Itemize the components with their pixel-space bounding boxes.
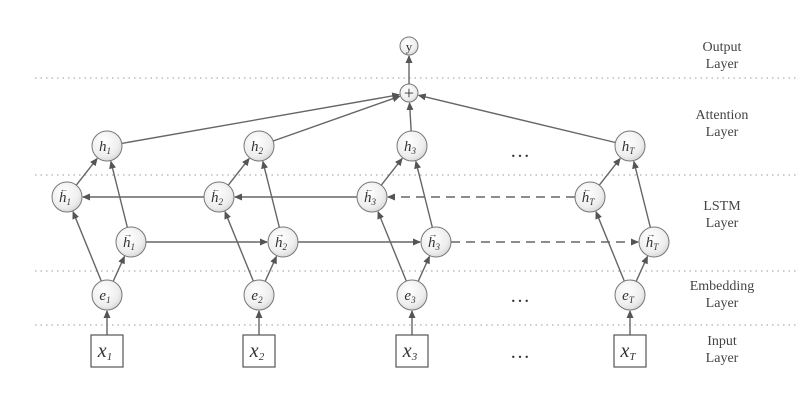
edge-back-h [380, 157, 403, 186]
embedding-node-e2: e2 [243, 279, 275, 311]
embedding-node-eT: eT [614, 279, 646, 311]
input-node-x3: x3 [395, 334, 429, 368]
svg-text:→: → [124, 229, 133, 239]
edge-embed-fwd [112, 255, 126, 282]
svg-text:Layer: Layer [706, 125, 739, 140]
combine-node: + [399, 83, 419, 103]
edge-embed-fwd [417, 255, 431, 282]
backward-hidden-node-h2: h2← [203, 181, 235, 213]
backward-hidden-node-h3: h3← [356, 181, 388, 213]
embedding-node-e3: e3 [396, 279, 428, 311]
edge-h-attention [417, 93, 616, 144]
edge-fwd-h [414, 160, 434, 228]
edge-back-h [598, 157, 621, 186]
svg-text:Input: Input [707, 334, 737, 349]
edge-embed-fwd [264, 255, 278, 282]
svg-text:←: ← [60, 184, 69, 194]
svg-text:←: ← [212, 184, 221, 194]
backward-hidden-node-hT: hT← [574, 181, 606, 213]
svg-text:Layer: Layer [706, 296, 739, 311]
edge-embed-back [224, 210, 254, 282]
svg-text:Layer: Layer [706, 216, 739, 231]
svg-text:Attention: Attention [696, 108, 749, 123]
forward-hidden-node-hT: hT→ [638, 226, 670, 258]
input-node-x1: x1 [90, 334, 124, 368]
edge-back-h [75, 157, 98, 186]
svg-text:Layer: Layer [706, 351, 739, 366]
svg-text:Output: Output [703, 40, 742, 55]
edge-embed-back [72, 210, 102, 282]
svg-text:LSTM: LSTM [703, 199, 741, 214]
edge-h-attention [272, 95, 401, 142]
edge-h-attention [121, 92, 401, 145]
svg-text:+: + [404, 83, 414, 103]
svg-text:→: → [429, 229, 438, 239]
input-node-xT: xT [613, 334, 647, 368]
layer-label-embedding: Embedding Layer [690, 279, 755, 311]
forward-hidden-node-h2: h2→ [267, 226, 299, 258]
svg-text:←: ← [583, 184, 592, 194]
svg-text:→: → [647, 229, 656, 239]
input-node-x2: x2 [242, 334, 276, 368]
svg-text:Layer: Layer [706, 57, 739, 72]
layer-label-lstm: LSTM Layer [703, 199, 741, 231]
svg-text:e1: e1 [99, 288, 110, 305]
hidden-node-h3: h3 [396, 130, 428, 162]
layer-label-output: Output Layer [703, 40, 742, 72]
forward-hidden-node-h1: h1→ [115, 226, 147, 258]
svg-text:y: y [406, 39, 413, 54]
hidden-node-h2: h2 [243, 130, 275, 162]
edge-fwd-h [632, 160, 652, 228]
svg-text:e2: e2 [251, 288, 263, 305]
svg-text:→: → [276, 229, 285, 239]
backward-hidden-node-h1: h1← [51, 181, 83, 213]
edge-h-attention [406, 101, 414, 132]
embedding-node-e1: e1 [91, 279, 123, 311]
output-node-y: y [399, 36, 419, 56]
edge-embed-back [377, 210, 407, 282]
svg-text:Embedding: Embedding [690, 279, 755, 294]
edge-embed-fwd [635, 255, 649, 282]
svg-text:←: ← [365, 184, 374, 194]
svg-text:e3: e3 [404, 288, 416, 305]
hidden-node-hT: hT [614, 130, 646, 162]
layer-label-attention: Attention Layer [696, 108, 749, 140]
forward-hidden-node-h3: h3→ [420, 226, 452, 258]
edge-back-h [227, 157, 250, 186]
edge-fwd-h [261, 160, 281, 228]
ellipsis-attention: … [510, 140, 530, 162]
ellipsis-embedding: … [510, 285, 530, 307]
ellipsis-input: … [510, 341, 530, 363]
layer-label-input: Input Layer [706, 334, 739, 366]
hidden-node-h1: h1 [91, 130, 123, 162]
nodes: x1 e1 h1← h1→ h1 x2 e2 h2← h2→ h2 x3 e3 h3← h3→ h3 xT eT… [51, 130, 670, 368]
edge-fwd-h [109, 160, 129, 228]
edge-embed-back [595, 210, 625, 282]
edges [72, 55, 652, 335]
